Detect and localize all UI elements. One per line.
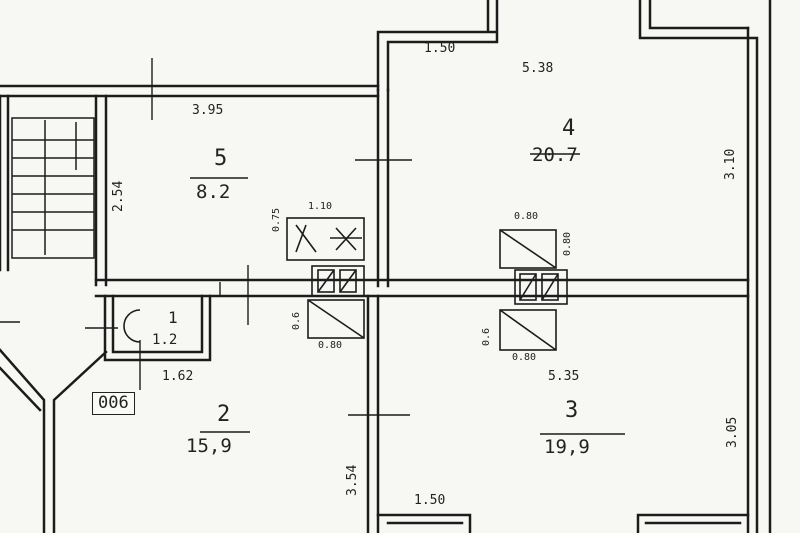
room-1-area: 1.2 [152,332,178,348]
dim-shaft-left-bottom-width: 0.80 [318,340,343,351]
dimension-ticks [0,58,625,435]
wall-corridor [94,278,750,298]
dim-room1-width: 1.62 [162,369,194,384]
dim-vent-top-height: 0.75 [271,207,282,232]
wall-right-exterior [746,0,772,533]
wall-angled [0,348,108,533]
room-5-area: 8.2 [196,181,231,203]
dim-shaft-top-right-height: 0.80 [562,231,573,256]
wall-stair-block [0,94,108,287]
shaft-blocks [307,229,568,351]
dim-top-left-opening: 1.50 [424,41,456,56]
room-5-number: 5 [214,146,228,171]
dim-room5-height: 2.54 [111,180,126,212]
wall-top-notch [376,0,499,92]
dim-room3-height: 3.05 [725,416,740,448]
room-2-area: 15,9 [186,435,232,457]
dim-shaft-right-bottom-height: 0.6 [481,327,492,346]
dim-room5-width: 3.95 [192,103,224,118]
dim-vent-top-width: 1.10 [308,201,333,212]
wall-top-room5 [0,84,380,98]
dim-room4-width: 5.38 [522,61,554,76]
wall-bottom [376,513,750,533]
apartment-code: 006 [92,392,135,415]
fixture-circle [123,309,141,343]
dim-bottom-opening: 1.50 [414,493,446,508]
wall-room1 [103,294,212,362]
room-1-number: 1 [168,308,178,327]
dim-room4-height: 3.10 [723,148,738,180]
wall-top-right-notch [638,0,757,40]
room-3-area: 19,9 [544,436,590,458]
vent-block-top [286,217,365,261]
room-3-number: 3 [565,398,579,423]
dim-shaft-left-bottom-height: 0.6 [291,311,302,330]
stairs [11,117,95,259]
room-4-number: 4 [562,116,576,141]
room-2-number: 2 [217,402,231,427]
wall-room5-right [376,88,390,288]
dim-shaft-right-bottom-width: 0.80 [512,352,537,363]
dim-room3-width: 5.35 [548,369,580,384]
room-4-area: 20.7 [532,144,578,166]
dim-room2-height: 3.54 [345,464,360,496]
dim-shaft-top-right-width: 0.80 [514,211,539,222]
